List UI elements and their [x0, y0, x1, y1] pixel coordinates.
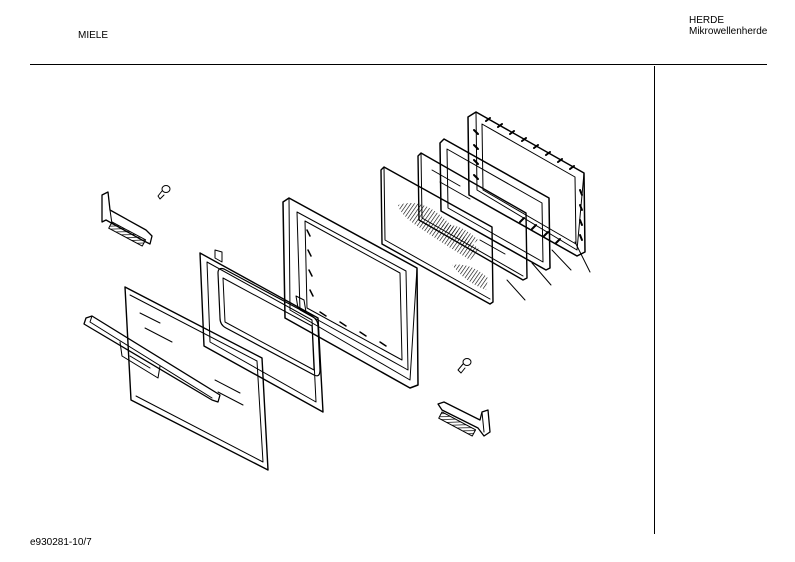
patterned-seal-frame	[467, 111, 586, 257]
lower-screw	[457, 358, 472, 374]
side-divider	[654, 66, 655, 534]
outer-glass-panel	[124, 286, 269, 471]
clear-glass-pane	[417, 152, 528, 281]
category-label: HERDE	[689, 15, 725, 26]
gasket-frame	[439, 138, 551, 271]
main-door-frame	[282, 197, 419, 389]
callout-lines	[506, 241, 591, 301]
lower-hinge	[437, 401, 491, 437]
hatched-glass-pane	[380, 166, 494, 305]
inner-door-frame	[199, 249, 324, 413]
subcategory-label: Mikrowellenherde	[689, 26, 768, 37]
brand-label: MIELE	[78, 30, 109, 41]
upper-hinge	[101, 191, 153, 247]
door-handle	[83, 315, 221, 403]
header-divider	[30, 64, 767, 65]
drawing-code: e930281-10/7	[30, 537, 92, 548]
upper-screw	[157, 185, 171, 200]
